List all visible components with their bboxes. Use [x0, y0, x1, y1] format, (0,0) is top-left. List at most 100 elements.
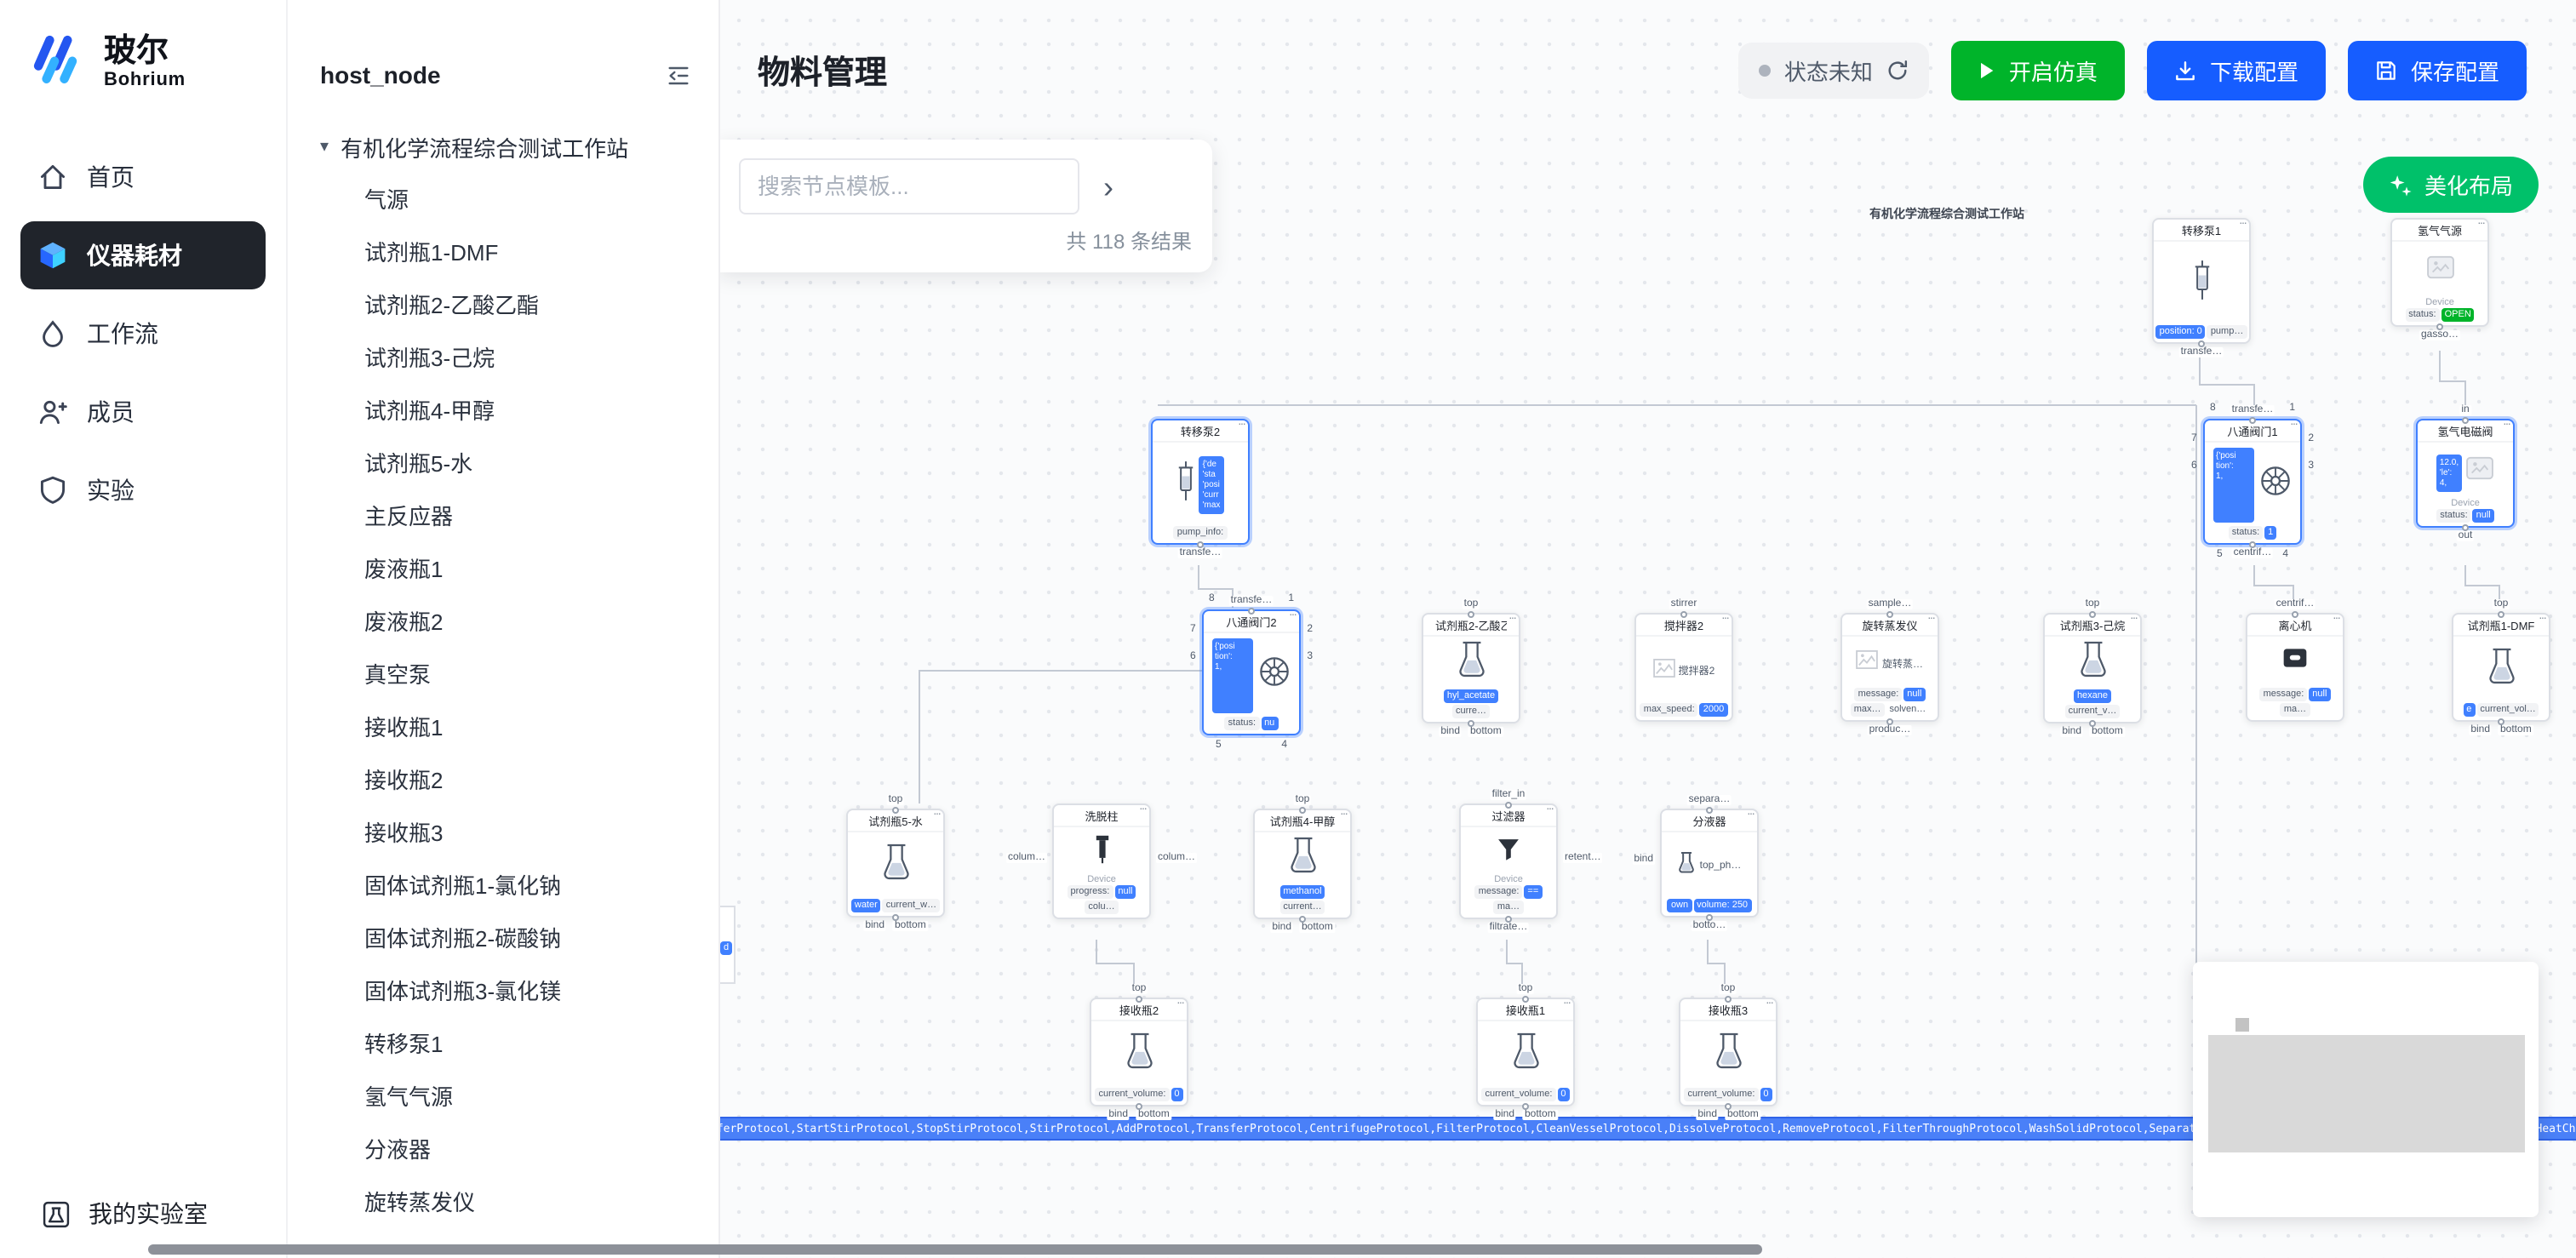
node-menu-icon[interactable]: ··· [1927, 613, 1936, 625]
search-input[interactable] [739, 158, 1079, 214]
port-top[interactable]: transfe… [2230, 405, 2275, 415]
port-dot[interactable] [2462, 523, 2469, 530]
port-dot[interactable] [1522, 995, 1529, 1002]
tree-item[interactable]: 主反应器 [364, 504, 454, 529]
node-menu-icon[interactable]: ··· [2239, 218, 2247, 230]
node-menu-icon[interactable]: ··· [1508, 613, 1517, 625]
tree-item[interactable]: 试剂瓶3-己烷 [364, 346, 495, 371]
tree-item[interactable]: 旋转蒸发仪 [364, 1190, 476, 1215]
port-dot[interactable] [2498, 610, 2504, 617]
node-menu-icon[interactable]: ··· [2477, 218, 2486, 230]
node-menu-icon[interactable]: ··· [1176, 998, 1185, 1009]
port-top[interactable]: in [2459, 405, 2471, 415]
port-bottom[interactable]: produc… [1867, 725, 1913, 735]
port-bottom[interactable]: transfe… [2178, 347, 2224, 357]
tree-item[interactable]: 气源 [364, 187, 409, 213]
sidebar-item-members[interactable]: 成员 [20, 378, 266, 446]
sidebar-item-instruments[interactable]: 仪器耗材 [20, 221, 266, 289]
tree-item[interactable]: 废液瓶1 [364, 557, 444, 582]
node-menu-icon[interactable]: ··· [1289, 609, 1297, 621]
tree-item[interactable]: 分液器 [364, 1137, 432, 1163]
port-top[interactable]: transfe… [1228, 596, 1274, 606]
tree-item[interactable]: 试剂瓶2-乙酸乙酯 [364, 293, 540, 318]
port-dot[interactable] [1706, 913, 1713, 920]
tree-item[interactable]: 固体试剂瓶3-氯化镁 [364, 979, 562, 1004]
port-left[interactable]: colum… [1005, 852, 1047, 863]
port-dot[interactable] [1299, 915, 1306, 922]
port-top[interactable]: top [1462, 599, 1480, 609]
port-dot[interactable] [1706, 806, 1713, 813]
node-menu-icon[interactable]: ··· [1721, 613, 1730, 625]
node-menu-icon[interactable]: ··· [2333, 613, 2341, 625]
port-dot[interactable] [2462, 416, 2469, 423]
beautify-layout-button[interactable]: 美化布局 [2362, 157, 2539, 213]
tree-item[interactable]: 试剂瓶4-甲醇 [364, 398, 495, 424]
port-top[interactable]: top [1293, 795, 1312, 805]
port-dot[interactable] [1299, 806, 1306, 813]
port-dot[interactable] [2292, 610, 2298, 617]
port-dot[interactable] [1886, 718, 1893, 724]
port-top[interactable]: sample… [1866, 599, 1914, 609]
port-dot[interactable] [1680, 610, 1687, 617]
tree-item[interactable]: 转移泵1 [364, 1032, 444, 1057]
port-top[interactable]: top [2492, 599, 2510, 609]
sidebar-item-experiments[interactable]: 实验 [20, 456, 266, 524]
node-menu-icon[interactable]: ··· [1340, 809, 1348, 821]
port-dot[interactable] [2089, 610, 2096, 617]
clipped-node[interactable]: d [718, 906, 736, 984]
port-dot[interactable] [1197, 540, 1204, 547]
node-menu-icon[interactable]: ··· [1546, 803, 1554, 815]
port-top[interactable]: top [886, 795, 905, 805]
tree-item[interactable]: 固体试剂瓶2-碳酸钠 [364, 926, 562, 952]
port-bottom[interactable]: centrif… [2231, 548, 2274, 558]
port-bottom[interactable]: out [2456, 531, 2475, 541]
port-dot[interactable] [1468, 610, 1474, 617]
port-dot[interactable] [2498, 718, 2504, 724]
port-top[interactable]: centrif… [2274, 599, 2316, 609]
port-dot[interactable] [2249, 416, 2256, 423]
port-bottom[interactable]: botto… [1691, 921, 1728, 931]
port-dot[interactable] [1725, 1102, 1732, 1109]
node-menu-icon[interactable]: ··· [2130, 613, 2138, 625]
brand[interactable]: 玻尔 Bohrium [0, 0, 286, 99]
port-dot[interactable] [2198, 340, 2205, 346]
port-top[interactable]: top [1130, 984, 1148, 994]
port-dot[interactable] [2436, 323, 2443, 329]
horizontal-scrollbar[interactable] [148, 1244, 1762, 1255]
minimap-viewport[interactable] [2208, 1035, 2525, 1152]
node-menu-icon[interactable]: ··· [2503, 419, 2511, 431]
node-menu-icon[interactable]: ··· [933, 809, 942, 821]
tree-item[interactable]: 废液瓶2 [364, 609, 444, 635]
port-top[interactable]: top [1516, 984, 1535, 994]
port-dot[interactable] [1248, 607, 1255, 614]
port-top[interactable]: stirrer [1669, 599, 1699, 609]
sidebar-item-home[interactable]: 首页 [20, 143, 266, 211]
node-menu-icon[interactable]: ··· [2290, 419, 2298, 431]
port-bottom[interactable]: filtrate… [1487, 923, 1530, 933]
port-dot[interactable] [1725, 995, 1732, 1002]
minimap[interactable] [2193, 962, 2539, 1217]
port-left[interactable]: bind [1632, 855, 1655, 866]
save-config-button[interactable]: 保存配置 [2347, 41, 2527, 100]
sidebar-item-workflow[interactable]: 工作流 [20, 300, 266, 368]
port-dot[interactable] [1468, 719, 1474, 726]
tree-item[interactable]: 固体试剂瓶1-氯化钠 [364, 873, 562, 899]
port-bottom[interactable]: gasso… [2419, 330, 2461, 340]
port-dot[interactable] [1136, 1102, 1142, 1109]
